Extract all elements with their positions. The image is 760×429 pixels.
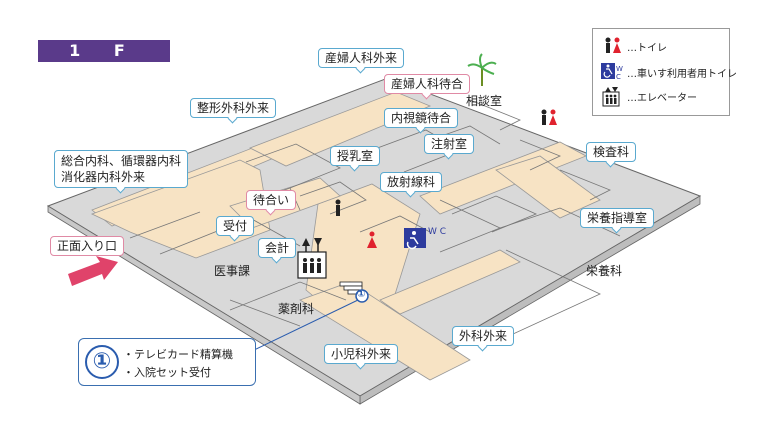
callout-accounting: 会計 bbox=[258, 238, 297, 258]
room-medical-affairs: 医事課 bbox=[214, 264, 251, 278]
elevator-legend-icon bbox=[601, 87, 623, 107]
room-pharmacy: 薬剤科 bbox=[278, 302, 315, 316]
callout-orthopedics: 整形外科外来 bbox=[190, 98, 277, 118]
room-nutrition: 栄養科 bbox=[586, 264, 623, 278]
floor-edge-left bbox=[47, 205, 361, 405]
callout-nursing-room: 授乳室 bbox=[330, 146, 381, 166]
callout-reception: 受付 bbox=[216, 216, 255, 236]
svg-text:W: W bbox=[616, 65, 623, 73]
callout-obstetrics-waiting: 産婦人科待合 bbox=[384, 74, 471, 94]
male-toilet-icon bbox=[335, 199, 341, 216]
callout-endoscopy-waiting: 内視鏡待合 bbox=[384, 108, 459, 128]
room-walls bbox=[129, 99, 621, 341]
wheelchair-icon: W C bbox=[601, 63, 623, 81]
plant-icon bbox=[467, 53, 497, 86]
callout-internal-medicine: 総合内科、循環器内科 消化器内科外来 bbox=[54, 150, 189, 188]
legend-wheelchair: W C …車いす利用者用トイレ bbox=[601, 63, 737, 81]
wc-sign-text: W C bbox=[428, 227, 447, 237]
legend-toilet-label: …トイレ bbox=[627, 42, 667, 54]
info-box: ① ・テレビカード精算機 ・入院セット受付 bbox=[78, 338, 256, 386]
marker-1 bbox=[355, 289, 369, 303]
info-marker: ① bbox=[85, 345, 119, 379]
toilet-icon-upper bbox=[541, 109, 557, 125]
toilet-icon bbox=[601, 37, 623, 55]
callout-internal-medicine-line2: 消化器内科外来 bbox=[61, 170, 146, 184]
entrance-arrow bbox=[68, 256, 118, 286]
map-legend: …トイレ W C …車いす利用者用トイレ …エレベーター bbox=[592, 28, 737, 116]
marker-leader-line bbox=[253, 299, 359, 351]
callout-waiting: 待合い bbox=[246, 190, 297, 210]
legend-elevator-label: …エレベーター bbox=[627, 92, 697, 104]
floor-badge: 1 F bbox=[38, 40, 170, 62]
legend-elevator: …エレベーター bbox=[601, 87, 697, 107]
elevator-icon bbox=[297, 238, 327, 279]
legend-toilet: …トイレ bbox=[601, 37, 667, 55]
callout-nutrition-guidance: 栄養指導室 bbox=[580, 208, 655, 228]
info-line-1: ・テレビカード精算機 bbox=[123, 348, 233, 361]
callout-obstetrics-outpatient: 産婦人科外来 bbox=[318, 48, 405, 68]
callout-injection-room: 注射室 bbox=[424, 134, 475, 154]
callout-radiology: 放射線科 bbox=[380, 172, 443, 192]
callout-internal-medicine-line1: 総合内科、循環器内科 bbox=[61, 154, 182, 168]
svg-text:C: C bbox=[616, 73, 621, 81]
female-toilet-icon bbox=[367, 231, 377, 248]
callout-main-entrance: 正面入り口 bbox=[50, 236, 125, 256]
callout-pediatrics: 小児科外来 bbox=[324, 344, 399, 364]
legend-wheelchair-label: …車いす利用者用トイレ bbox=[627, 68, 737, 80]
marker-1-label: ① bbox=[357, 289, 366, 300]
callout-examination: 検査科 bbox=[586, 142, 637, 162]
info-line-2: ・入院セット受付 bbox=[123, 366, 211, 379]
callout-surgery: 外科外来 bbox=[452, 326, 515, 346]
wheelchair-toilet-sign bbox=[404, 228, 426, 250]
room-consultation: 相談室 bbox=[466, 94, 503, 108]
